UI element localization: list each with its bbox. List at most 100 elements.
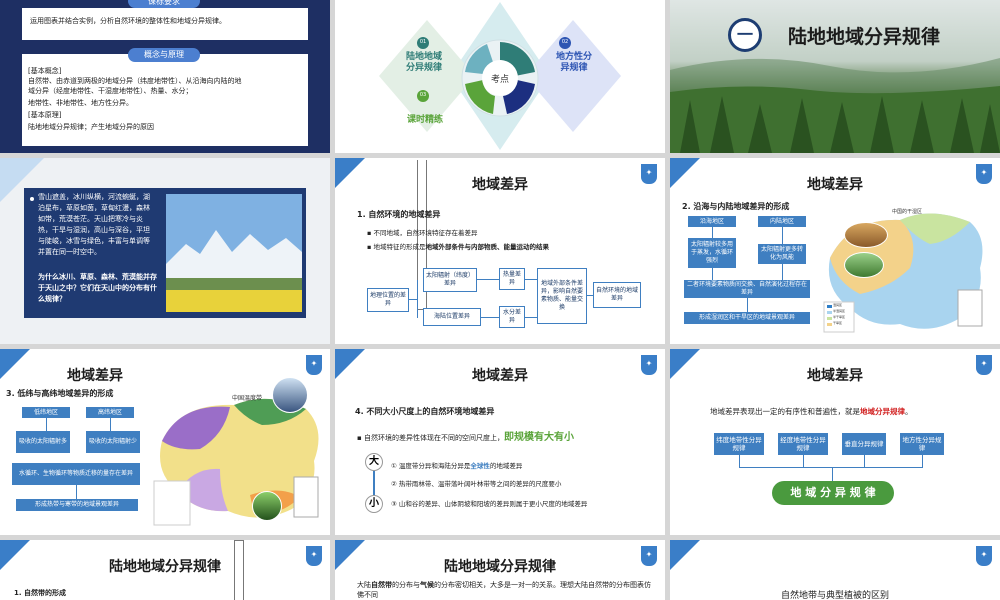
- connector: [864, 455, 865, 467]
- header-tab: 课标要求: [128, 0, 200, 8]
- connector: [922, 455, 923, 467]
- legend-item: 湿润区: [833, 303, 843, 307]
- slide-thumbnail-1[interactable]: 课标要求 运用图表并结合实例，分析自然环境的整体性和地域分异规律。 概念与原理 …: [0, 0, 330, 153]
- connector: [747, 298, 748, 312]
- connector: [76, 485, 77, 499]
- body-text-part: 的分布与: [392, 581, 420, 589]
- slide-title: 自然地带与典型植被的区别: [780, 591, 889, 600]
- center-label: 考点: [490, 75, 509, 85]
- box-cycle: 水循环、生物循环等物质迁移的量存在差异: [12, 463, 140, 485]
- intro-highlight: 地域分异规律: [860, 407, 905, 416]
- intro-highlight: 即规模有大有小: [503, 432, 574, 443]
- body-text: 大陆自然带的分布与气候的分布密切相关，大多是一对一的关系。理想大陆自然带的分布图…: [357, 580, 657, 600]
- slide-thumbnail-5[interactable]: ✦ 地域差异 1. 自然环境的地域差异 ▪ 不同地域，自然环境特征存在着差异 ▪…: [335, 158, 665, 344]
- slide-title: 地域差异: [472, 177, 528, 193]
- box-coast: 沿海地区: [688, 216, 736, 227]
- connector: [481, 317, 499, 318]
- concept-line: 陆地地域分异规律；产生地域分异的原因: [28, 123, 154, 131]
- connector: [712, 268, 713, 280]
- temperature-zone-map: [153, 398, 319, 526]
- box-water: 水分差异: [499, 306, 525, 328]
- bullet-1-text: 不同地域，自然环境特征存在着差异: [373, 229, 478, 237]
- slide-thumbnail-12[interactable]: ✦ 自然地带与典型植被的区别: [670, 540, 1000, 600]
- slide-title: 陆地地域分异规律: [444, 559, 556, 575]
- bullet-dot: [30, 197, 34, 201]
- logo-icon: ✦: [641, 355, 657, 375]
- box-exchange: 二者环境要素物质间交换、自然演化过程存在差异: [684, 280, 810, 298]
- concept-line: 自然带、由赤道到两极的地域分异（纬度地带性）、从沿海向内陆的地: [28, 77, 242, 85]
- logo-icon: ✦: [976, 164, 992, 184]
- box-result: 自然环境的地域差异: [593, 282, 641, 308]
- topic-label-3[interactable]: 课时精练: [406, 115, 443, 125]
- connector: [417, 280, 418, 318]
- slide-thumbnail-2[interactable]: 考点 01 陆地地域 分异规律 02 地方性分 异规律 03 课时精练: [335, 0, 665, 153]
- scale-small-marker: 小: [365, 495, 383, 513]
- topic-label-2[interactable]: 地方性分 异规律: [555, 52, 592, 73]
- section-heading: 4. 不同大小尺度上的自然环境地域差异: [355, 407, 495, 416]
- topic-label-1[interactable]: 陆地地域 分异规律: [405, 52, 442, 73]
- photo-inset: [844, 222, 888, 248]
- connector: [46, 418, 47, 431]
- box-low: 低纬地区: [22, 407, 70, 418]
- law-box-local: 地方性分异规律: [900, 433, 944, 455]
- standard-text: 运用图表并结合实例，分析自然环境的整体性和地域分异规律。: [30, 17, 226, 25]
- topic-number-2: 02: [561, 39, 569, 45]
- slide-thumbnail-4[interactable]: 雪山遮盖，冰川纵横，河流蜿蜒，湖泊星布，草原如茵，草甸红漫，森林如带，荒漠苍茫。…: [0, 158, 330, 344]
- box-heat: 热量差异: [499, 268, 525, 290]
- forest-illustration: [670, 58, 1000, 153]
- slide-title: 地域差异: [807, 368, 863, 384]
- logo-icon: ✦: [641, 164, 657, 184]
- corner-decoration: [670, 349, 700, 379]
- connector: [739, 467, 923, 468]
- corner-decoration: [335, 540, 365, 570]
- bullet-1: ▪ 不同地域，自然环境特征存在着差异: [367, 229, 478, 237]
- legend-item: 半湿润区: [833, 309, 846, 313]
- box-inland: 内陆地区: [758, 216, 806, 227]
- slide-thumbnail-3[interactable]: 一 陆地地域分异规律: [670, 0, 1000, 153]
- intro-text: 自然环境的差异性体现在不同的空间尺度上，: [363, 434, 504, 442]
- body-text-part: 的分布密切相关，大多是一对一的关系。理想大陆自然带的分布图表仿佛不同: [357, 581, 651, 599]
- slide-thumbnail-11[interactable]: ✦ 陆地地域分异规律 大陆自然带的分布与气候的分布密切相关，大多是一对一的关系。…: [335, 540, 665, 600]
- scale-axis: [373, 471, 375, 495]
- frame-line-right: [234, 540, 244, 600]
- bullet-2-text: 地域特征的形成是: [373, 243, 426, 251]
- slide-thumbnail-8[interactable]: ✦ 地域差异 4. 不同大小尺度上的自然环境地域差异 ▪ 自然环境的差异性体现在…: [335, 349, 665, 535]
- box-high: 高纬地区: [86, 407, 134, 418]
- slide-thumbnail-7[interactable]: ✦ 地域差异 3. 低纬与高纬地域差异的形成 低纬地区 高纬地区 吸收的太阳辐射…: [0, 349, 330, 535]
- concept-line: [基本概念]: [28, 67, 62, 75]
- concept-line: 域分异（经度地带性、干湿度地带性）、热量、水分；: [28, 87, 193, 95]
- topic-number-1: 01: [419, 39, 427, 45]
- slide-thumbnail-9[interactable]: ✦ 地域差异 地域差异表现出一定的有序性和普遍性，就是地域分异规律。 纬度地带性…: [670, 349, 1000, 535]
- corner-decoration: [335, 349, 365, 379]
- section-tab: 概念与原理: [128, 48, 200, 62]
- connector: [587, 295, 593, 296]
- connector: [477, 279, 499, 280]
- scale-big-marker: 大: [365, 453, 383, 471]
- standard-panel: [22, 8, 308, 40]
- box-sun: 太阳辐射（纬度）差异: [423, 268, 477, 292]
- logo-icon: ✦: [641, 546, 657, 566]
- law-box-latitude: 纬度地带性分异规律: [714, 433, 764, 455]
- item-number: ①: [391, 462, 397, 470]
- box-location: 地理位置的差异: [367, 288, 409, 312]
- map-title: 中国温度带: [232, 395, 263, 402]
- intro-end: 。: [905, 407, 913, 416]
- connector: [739, 455, 740, 467]
- slide-thumbnail-10[interactable]: ✦ 陆地地域分异规律 1. 自然带的形成: [0, 540, 330, 600]
- corner-decoration: [335, 158, 365, 188]
- box-result: 形成热带与寒带的地域景观差异: [16, 499, 138, 511]
- slide-thumbnail-6[interactable]: ✦ 地域差异 2. 沿海与内陆地域差异的形成 沿海地区 内陆地区 太阳辐射较多用…: [670, 158, 1000, 344]
- topic-number-3: 03: [419, 92, 427, 98]
- section-heading: 1. 自然带的形成: [14, 589, 66, 597]
- map-title: 中国的干湿区: [892, 209, 923, 215]
- photo-inset: [252, 491, 282, 521]
- intro-text: 地域差异表现出一定的有序性和普遍性，就是: [710, 407, 860, 416]
- intro-line: 地域差异表现出一定的有序性和普遍性，就是地域分异规律。: [710, 407, 913, 417]
- section-title: 陆地地域分异规律: [788, 26, 941, 48]
- bullet-2: ▪ 地域特征的形成是地域外部条件与内部物质、能量运动的结果: [367, 243, 549, 251]
- law-summary-pill: 地 域 分 异 规 律: [772, 481, 894, 505]
- topic-diagram: [379, 2, 621, 150]
- law-box-vertical: 垂直分异规律: [842, 433, 886, 455]
- intro-line: ▪ 自然环境的差异性体现在不同的空间尺度上，即规模有大有小: [357, 432, 574, 443]
- corner-decoration: [670, 158, 700, 188]
